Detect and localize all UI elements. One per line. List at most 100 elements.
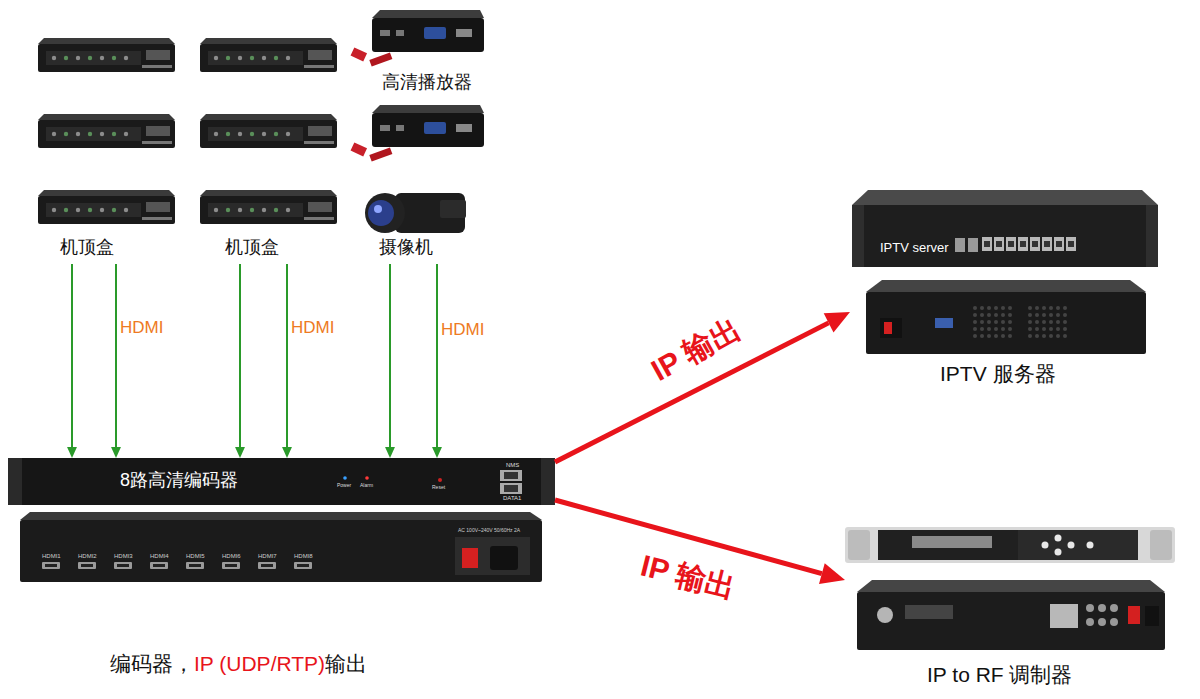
connector-line: [389, 264, 391, 447]
led: [286, 208, 290, 212]
device-part: [982, 237, 992, 251]
lens: [368, 200, 394, 226]
edge-label: HDMI: [120, 318, 163, 338]
device-part: [186, 562, 204, 569]
led: [76, 132, 80, 136]
camera: [365, 193, 466, 233]
vent: [1049, 327, 1053, 331]
vent: [973, 306, 977, 310]
vent: [1008, 320, 1012, 324]
device-part: [45, 564, 57, 567]
button: [1055, 549, 1062, 556]
device-part: [1044, 241, 1050, 247]
device-part: [852, 205, 1158, 267]
connector-port: [1086, 604, 1094, 612]
connector-port: [1086, 618, 1094, 626]
led: [64, 56, 68, 60]
led: [124, 132, 128, 136]
vent: [987, 313, 991, 317]
led: [226, 56, 230, 60]
device-part: [8, 458, 555, 505]
vent: [1042, 306, 1046, 310]
vent: [1042, 334, 1046, 338]
edge-label: HDMI: [441, 320, 484, 340]
vent: [980, 327, 984, 331]
panel-label: Reset: [432, 485, 445, 491]
vent: [1049, 306, 1053, 310]
usb-stick: [369, 52, 392, 66]
device-part: [114, 562, 132, 569]
device-part: [500, 483, 522, 494]
sd-card: [351, 142, 367, 156]
vent: [1008, 327, 1012, 331]
device-part: [46, 203, 141, 217]
led: [238, 132, 242, 136]
device-part: [78, 562, 96, 569]
button: [1068, 542, 1075, 549]
device-part: [996, 241, 1002, 247]
device-part: [857, 580, 1165, 592]
button: [1055, 535, 1062, 542]
vent: [1028, 334, 1032, 338]
set-top-box: [200, 114, 337, 148]
edge-label: IP 输出: [637, 549, 739, 606]
device-part: [146, 202, 170, 212]
device-node: 机顶盒: [30, 30, 180, 264]
device-part: [304, 141, 334, 144]
device-part: [541, 458, 555, 505]
device-part: [297, 564, 309, 567]
device-part: [142, 141, 172, 144]
device-part: [258, 562, 276, 569]
vent: [980, 320, 984, 324]
led: [100, 56, 104, 60]
device-part: [200, 114, 337, 120]
connector-port: [1098, 604, 1106, 612]
vent: [1063, 320, 1067, 324]
device-part: [504, 472, 518, 479]
device-part: [208, 127, 303, 141]
led: [214, 132, 218, 136]
device-part: [146, 126, 170, 136]
arrow-head: [819, 563, 845, 584]
led: [88, 56, 92, 60]
device-part: [878, 530, 1018, 560]
led: [286, 132, 290, 136]
caption-text: 编码器，: [110, 652, 194, 676]
device-part: [225, 564, 237, 567]
device-part: [440, 200, 466, 218]
device-part: [1018, 530, 1138, 560]
device-part: [456, 124, 472, 132]
device-part: [1006, 237, 1016, 251]
vent: [1056, 327, 1060, 331]
encoder-front: [8, 458, 555, 505]
reset-button: [438, 478, 442, 482]
led: [274, 56, 278, 60]
vent: [1063, 327, 1067, 331]
device-node: 8路高清编码器: [8, 458, 555, 505]
device-part: [395, 193, 465, 233]
panel-label: NMS: [506, 462, 519, 469]
vent: [973, 334, 977, 338]
arrow-head: [824, 312, 850, 333]
device-part: [150, 562, 168, 569]
signal-connector: [111, 264, 121, 458]
device-part: [200, 120, 337, 148]
set-top-box: [38, 190, 175, 224]
device-label: 高清播放器: [382, 72, 472, 93]
led: [88, 208, 92, 212]
device-label: 8路高清编码器: [120, 470, 238, 491]
hd-player: [351, 10, 484, 67]
vent: [1028, 327, 1032, 331]
device-part: [20, 512, 542, 520]
device-node: IPTV serverIPTV 服务器: [850, 185, 1160, 395]
connector-line: [115, 264, 117, 447]
device-part: [1128, 606, 1140, 624]
device-part: [142, 65, 172, 68]
led: [52, 132, 56, 136]
vent: [987, 306, 991, 310]
device-part: [935, 318, 953, 328]
vent: [1035, 306, 1039, 310]
vent: [1042, 313, 1046, 317]
panel-label: HDMI4: [150, 553, 169, 560]
